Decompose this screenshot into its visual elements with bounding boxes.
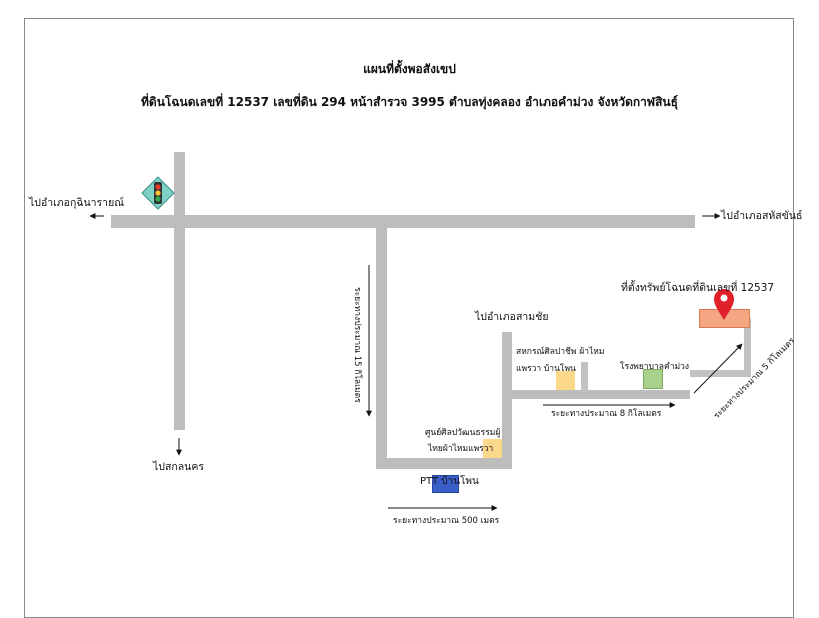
traffic-light-icon (141, 176, 175, 210)
road-bottom (376, 458, 510, 469)
main-road-vertical (174, 152, 185, 430)
label-to-kuchinarai: ไปอำเภอกุฉินารายณ์ (29, 197, 124, 209)
road-to-ptt (376, 228, 387, 469)
label-ptt: PTT บ้านโพน (420, 476, 479, 487)
label-hospital: โรงพยาบาลคำม่วง (620, 362, 690, 372)
label-property: ที่ตั้งทรัพย์โฉนดที่ดินเลขที่ 12537 (621, 282, 775, 294)
label-to-sahatsakhan: ไปอำเภอสหัสขันธ์ (721, 210, 803, 222)
road-spur (581, 362, 588, 392)
road-property-vertical (744, 318, 751, 376)
arrow-5km (693, 343, 743, 394)
road-to-hospital (502, 390, 690, 399)
label-craft-center-2: ไทยผ้าไหมแพรวา (428, 444, 494, 454)
ptt-landmark (432, 475, 459, 493)
label-coop: สหกรณ์ศิลปาชีพ ผ้าไหม (516, 347, 605, 357)
label-coop-2: แพรวา บ้านโพน (516, 364, 576, 374)
map-overlay (89, 176, 743, 511)
label-to-sakon: ไปสกลนคร (153, 461, 204, 473)
label-distance-15km: ระยะทางประมาณ 15 กิโลเมตร (352, 287, 362, 403)
road-to-sam-chai (502, 332, 512, 469)
map-subtitle: ที่ดินโฉนดเลขที่ 12537 เลขที่ดิน 294 หน้… (141, 95, 678, 109)
road-property-horizontal (690, 370, 751, 377)
main-road-horizontal (111, 215, 695, 228)
label-distance-8km: ระยะทางประมาณ 8 กิโลเมตร (551, 409, 662, 419)
hospital-landmark (643, 369, 663, 389)
coop-landmark (556, 371, 575, 390)
location-pin-icon (714, 289, 734, 320)
craft-center-landmark (483, 439, 502, 458)
label-distance-500m: ระยะทางประมาณ 500 เมตร (393, 516, 500, 526)
label-craft-center: ศูนย์ศิลปวัฒนธรรมผู้ (425, 428, 501, 438)
map-title: แผนที่ตั้งพอสังเขป (363, 62, 456, 76)
label-to-sam-chai: ไปอำเภอสามชัย (475, 311, 549, 323)
